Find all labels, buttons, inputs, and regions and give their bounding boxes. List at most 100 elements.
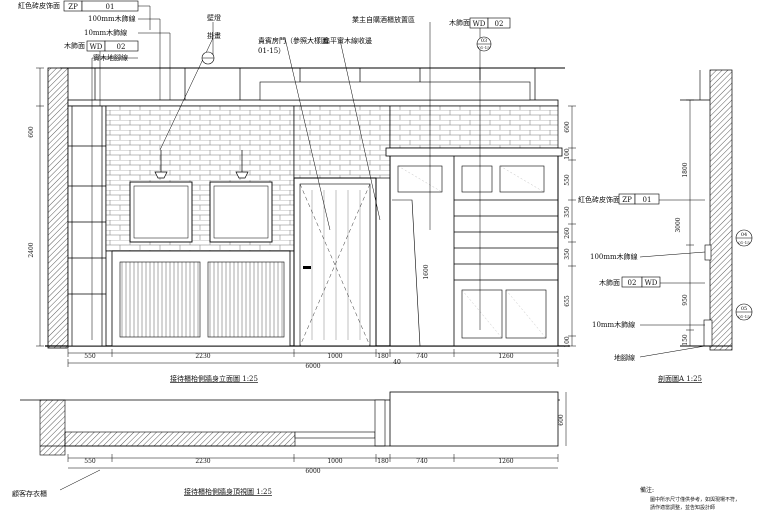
dim-bottom-3: 180 (377, 353, 389, 360)
callout-vip-door-box: 貴賓房門（參照大樣圖01-15） (258, 37, 328, 55)
callout-right-wood-num: 02 (495, 20, 504, 28)
callout-red-brick-num: 01 (106, 3, 115, 11)
section-dim-2: 950 (682, 294, 689, 306)
dim-left (36, 67, 44, 347)
dim-right-3: 350 (564, 206, 571, 218)
wainscot-panel-1 (119, 261, 201, 338)
plan-total: 6000 (305, 468, 320, 475)
door-detail-marker-icon: 03 01-15 (476, 36, 492, 52)
plan-dims (67, 392, 567, 469)
plan-dim-4: 740 (416, 458, 428, 465)
dim-right-6: 655 (564, 295, 571, 307)
section-marker-1-top: 04 (741, 232, 747, 238)
dim-bottom (67, 349, 559, 367)
dim-bottom-5: 1260 (498, 353, 513, 360)
section-red-brick: 紅色砖皮饰面 (578, 195, 620, 204)
bulkhead (259, 81, 531, 101)
callout-customer-wardrobe: 顧客存衣櫃 (12, 489, 47, 498)
section-wd: WD (645, 279, 658, 287)
dim-right-7: 100 (564, 336, 571, 348)
dim-cabinet-height: 1600 (423, 264, 430, 279)
ceiling-hangers (94, 68, 536, 100)
section-dim-1: 3000 (675, 217, 682, 232)
dim-right-0: 600 (564, 121, 571, 133)
callout-vip-door: 貴賓房門（參照大樣圖01-15） (258, 37, 328, 55)
plan-depth: 600 (558, 414, 565, 426)
callout-wood-num: 02 (117, 43, 126, 51)
section-marker-2-top: 05 (741, 306, 747, 312)
plan-dim-5: 1260 (498, 458, 513, 465)
brick-wall-right (389, 105, 559, 149)
notes-title: 備注: (640, 486, 654, 494)
callout-red-brick: 紅色砖皮饰面 (18, 1, 60, 10)
dim-right (568, 105, 576, 347)
callout-red-brick-code: ZP (68, 3, 78, 11)
callout-wine-cabinet: 業主自購酒櫃放置區 (352, 15, 415, 24)
door-marker-top: 03 (481, 38, 487, 44)
callout-flat-wood: 扁平實木線收邊 (323, 36, 372, 45)
door-handle (303, 266, 311, 269)
callout-picture: 掛畫 (207, 31, 221, 40)
plan-dim-2: 1000 (327, 458, 342, 465)
callout-wood-code: WD (90, 43, 103, 51)
cornice (67, 99, 559, 107)
door-planks (311, 190, 361, 340)
dim-bottom-0: 550 (84, 353, 96, 360)
section-zp-num: 01 (643, 196, 652, 204)
callout-wood-finish: 木飾面 (64, 41, 85, 50)
dim-left-600: 600 (28, 126, 35, 138)
leader-lines (91, 5, 481, 340)
notes-line-2: 請作適當調整，並告知設計師 (650, 504, 715, 511)
section-wd-num: 02 (628, 279, 637, 287)
section-a (680, 69, 733, 351)
plan-dim-1: 2230 (195, 458, 210, 465)
callout-right-wood: 木飾面 (449, 18, 470, 27)
section-wood-line: 100mm木飾線 (590, 252, 638, 261)
wall-lamp-icon (154, 150, 249, 179)
callout-wood-line-2: 10mm木飾線 (84, 28, 127, 37)
dim-total: 6000 (305, 363, 320, 370)
vip-door (293, 177, 377, 347)
section-marker-2-icon: 05 01-15 (735, 303, 753, 321)
section-marker-1-bot: 01-15 (738, 240, 750, 245)
picture-2 (209, 181, 273, 243)
section-line10: 10mm木飾線 (592, 320, 635, 329)
dim-right-4: 260 (564, 227, 571, 239)
section-dims (639, 99, 706, 358)
dim-bottom-4: 740 (416, 353, 428, 360)
brick-wall-center (293, 105, 391, 179)
wardrobe-column (67, 105, 107, 347)
section-marker-icon (201, 51, 215, 65)
wardrobe-shelves (68, 106, 106, 346)
callout-skirting: 實木地腳線 (93, 53, 128, 62)
section-zp: ZP (622, 196, 632, 204)
callout-right-wood-code: WD (473, 20, 486, 28)
section-dim-0: 1800 (682, 162, 689, 177)
left-wall (47, 67, 69, 349)
section-marker-1-icon: 04 01-15 (735, 229, 753, 247)
plan-dim-3: 180 (377, 458, 389, 465)
callout-wood-line: 100mm木飾線 (88, 14, 136, 23)
dim-left-2400: 2400 (28, 242, 35, 257)
plan-title: 接待櫃枱側牆身頂視圖 1:25 (184, 487, 272, 496)
dim-bottom-1: 2230 (195, 353, 210, 360)
elevation-title: 接待櫃枱側牆身立面圖 1:25 (170, 374, 258, 383)
section-wood-finish: 木飾面 (599, 278, 620, 287)
callout-wall-lamp: 壁燈 (207, 13, 221, 22)
dim-bottom-small: 40 (393, 359, 401, 366)
cabinet-shelves (454, 199, 558, 281)
plan-view (20, 391, 560, 456)
dim-bottom-2: 1000 (327, 353, 342, 360)
picture-1 (129, 181, 193, 243)
plan-dim-0: 550 (84, 458, 96, 465)
section-marker-2-bot: 01-15 (738, 314, 750, 319)
section-title: 剖面圖A 1:25 (658, 374, 702, 383)
notes-line-1: 圖中所示尺寸僅供參考，如與現場不符， (650, 496, 740, 503)
section-skirting: 地腳線 (614, 353, 635, 362)
dim-right-1: 100 (564, 148, 571, 160)
dim-right-2: 550 (564, 174, 571, 186)
wainscot-panel-2 (207, 261, 285, 338)
section-dim-3: 150 (682, 334, 689, 346)
dim-right-5: 350 (564, 248, 571, 260)
